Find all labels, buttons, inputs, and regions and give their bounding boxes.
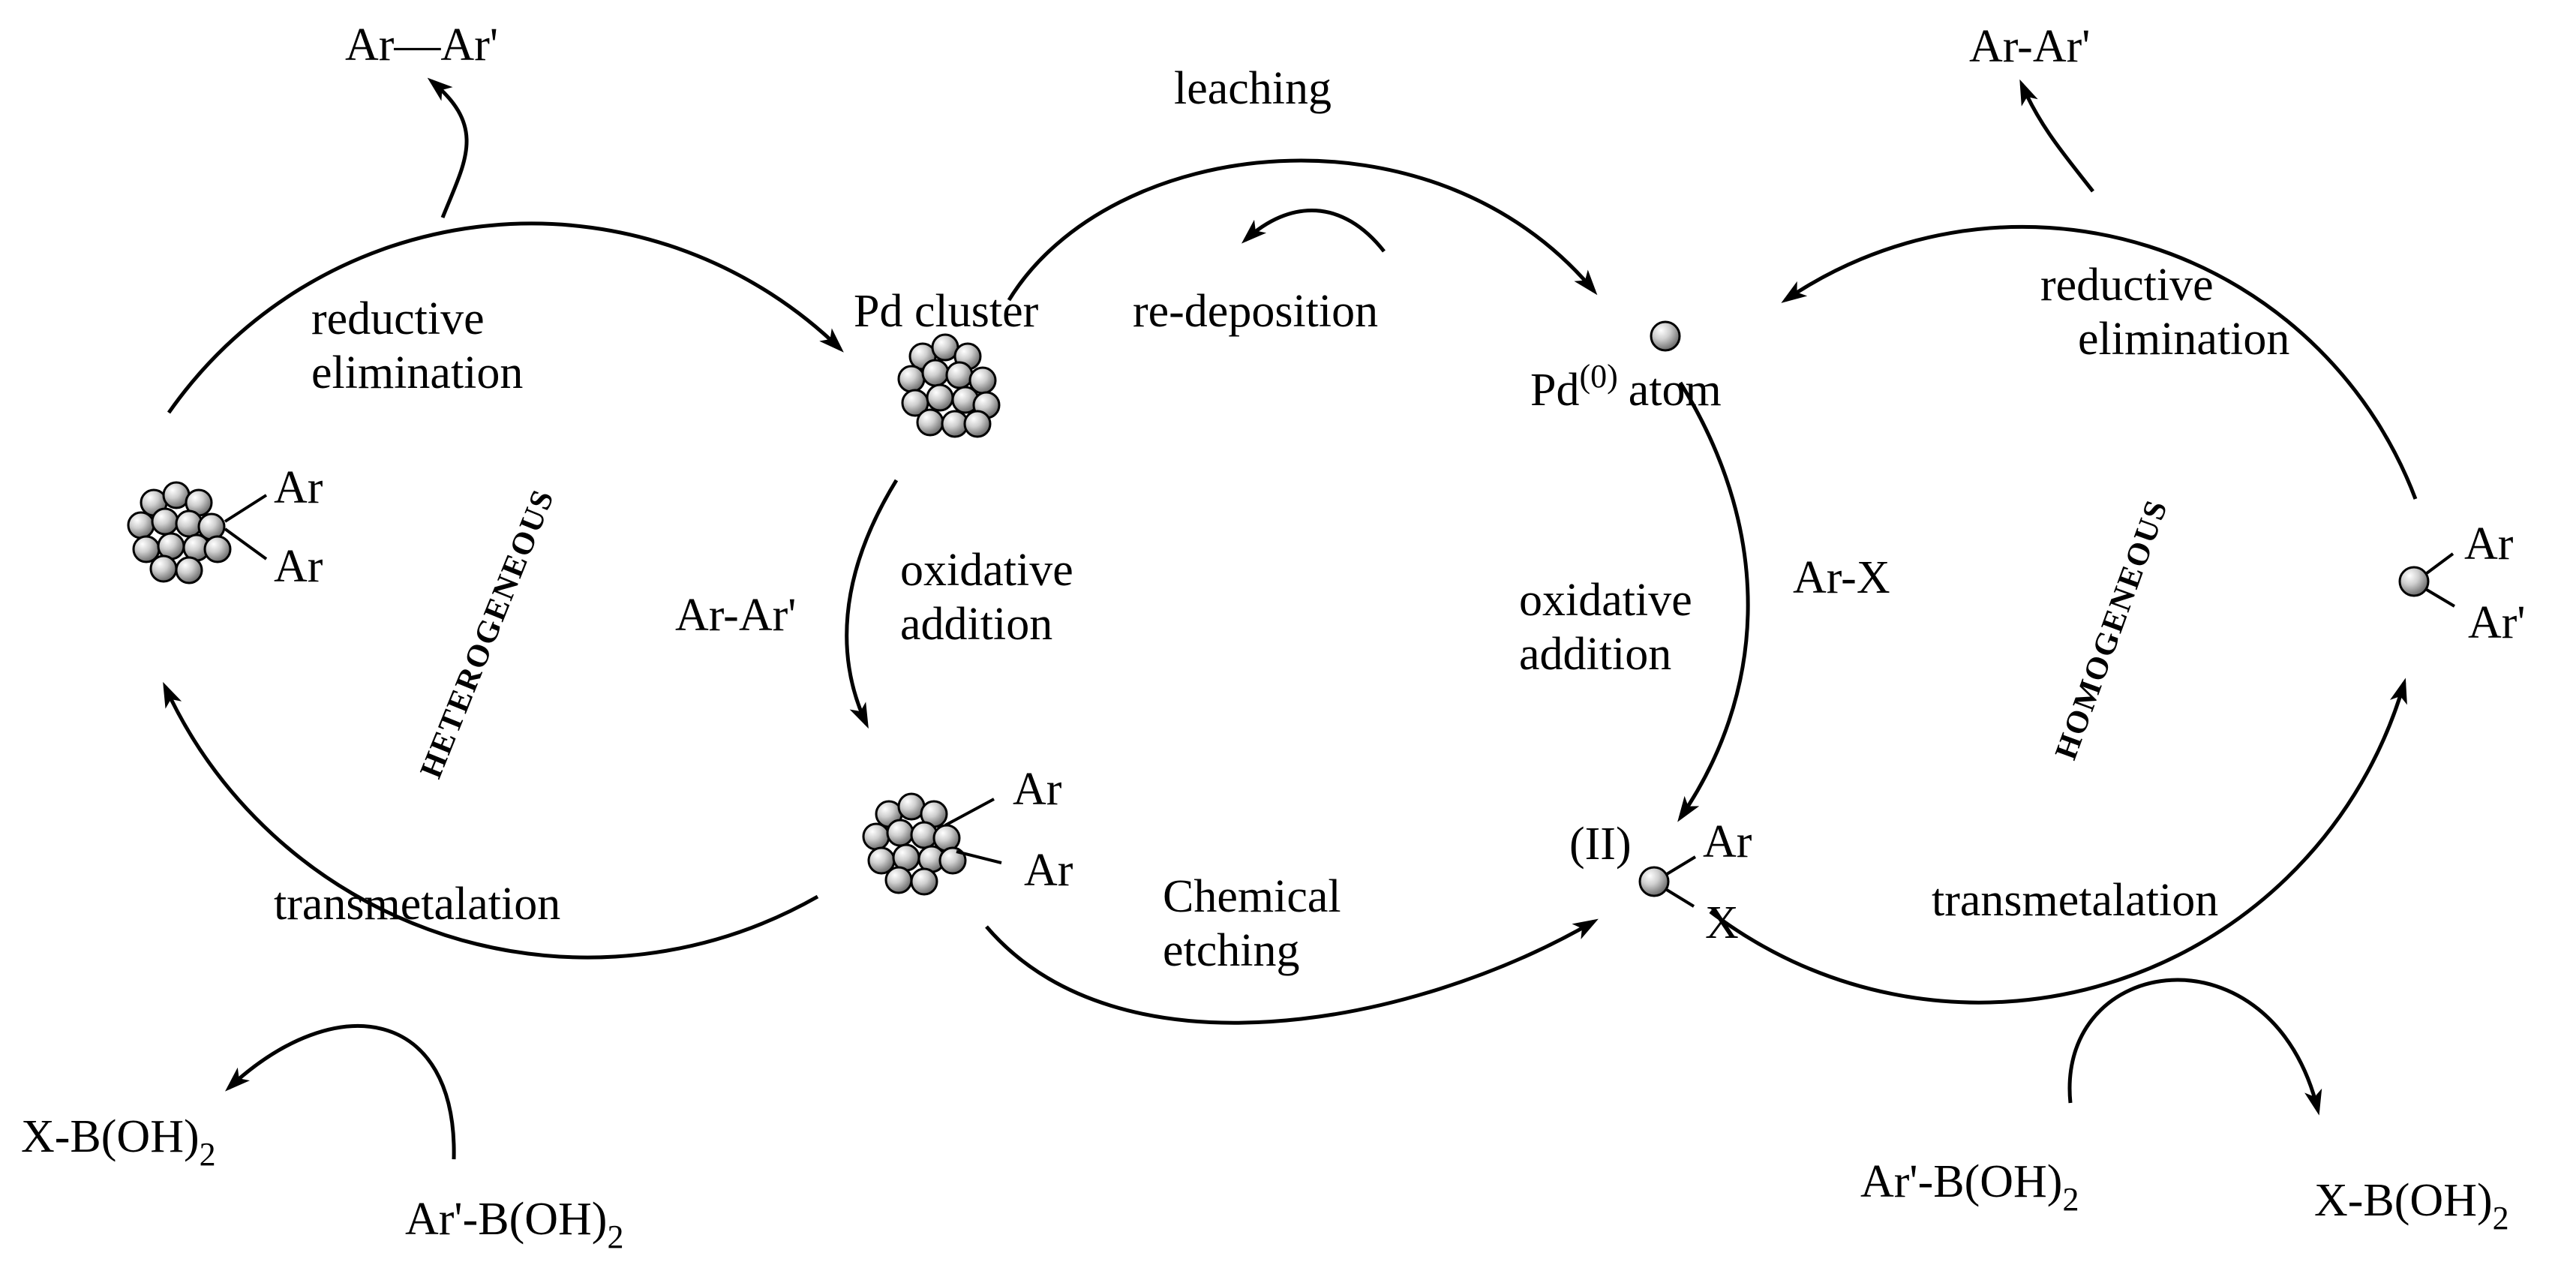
bottom-cluster-ar-bottom-label: Ar — [1024, 845, 1073, 896]
bottom-cluster-bond-top — [944, 798, 995, 827]
right-top-product-label: Ar-Ar' — [1969, 21, 2090, 72]
right-cycle-top-arc — [1781, 224, 2418, 500]
left-cluster-ar-bottom-label: Ar — [274, 541, 323, 592]
left-top-product-label: Ar—Ar' — [345, 20, 498, 71]
pd2-bond-x — [1665, 888, 1695, 908]
left-cluster-bond-top — [224, 494, 268, 523]
right-atom-ar-label: Ar — [2464, 518, 2514, 569]
right-reductive-elimination-label: reductive elimination — [2040, 260, 2289, 365]
left-cluster-ar-top-label: Ar — [274, 462, 323, 513]
left-oxidative-addition-label: oxidative addition — [900, 545, 1085, 650]
pd2-ar-label: Ar — [1703, 816, 1752, 867]
pd-cluster-icon — [897, 333, 1001, 438]
pd2-x-label: X — [1705, 897, 1739, 948]
left-transmetalation-label: transmetalation — [274, 879, 560, 930]
pd2-bond-ar — [1665, 855, 1697, 876]
pd2-atom-icon — [1638, 866, 1670, 897]
bottom-cluster-icon — [862, 792, 967, 896]
re-deposition-label: re-deposition — [1133, 286, 1378, 337]
pd-atom-label: Pd(0)atom — [1530, 358, 1722, 416]
left-byproduct-label: X-B(OH)2 — [21, 1111, 216, 1173]
left-cycle-top-arc — [167, 221, 844, 414]
chemical-etching-arc — [985, 918, 1599, 1025]
left-boronic-entry-arrow — [225, 1024, 456, 1160]
bottom-cluster-ar-top-label: Ar — [1013, 764, 1062, 815]
right-cycle-bottom-arc — [1709, 678, 2407, 1005]
right-byproduct-label: X-B(OH)2 — [2314, 1175, 2509, 1236]
leaching-arc — [1007, 158, 1598, 302]
right-oxidative-addition-arc — [1677, 381, 1750, 822]
left-cycle-bottom-arc — [163, 681, 819, 960]
right-boronic-acid-label: Ar'-B(OH)2 — [1860, 1156, 2079, 1218]
left-boronic-acid-label: Ar'-B(OH)2 — [405, 1194, 623, 1255]
homogeneous-label: HOMOGENEOUS — [2049, 495, 2175, 765]
right-oxidative-addition-label: oxidative addition — [1519, 575, 1704, 680]
right-boronic-entry-arrow — [2067, 978, 2322, 1116]
bottom-cluster-bond-bottom — [956, 850, 1002, 864]
right-atom-icon — [2398, 566, 2430, 597]
leaching-label: leaching — [1174, 63, 1332, 114]
left-reductive-elimination-label: reductive elimination — [311, 293, 523, 398]
left-cluster-bond-bottom — [224, 527, 268, 560]
heterogeneous-label: HETEROGENEOUS — [414, 484, 562, 783]
right-atom-bond-ar-prime — [2425, 588, 2456, 608]
left-oxidative-addition-arc — [845, 479, 899, 729]
left-oxidative-addition-reagent: Ar-Ar' — [675, 590, 796, 641]
right-atom-ar-prime-label: Ar' — [2468, 597, 2526, 648]
pd2-oxidation-label: (II) — [1569, 819, 1632, 870]
right-atom-bond-ar — [2425, 552, 2454, 575]
left-cluster-icon — [127, 481, 232, 584]
left-product-release-arrow — [427, 77, 469, 218]
pd-cluster-label: Pd cluster — [854, 286, 1039, 337]
right-product-release-arrow — [2019, 79, 2094, 193]
right-transmetalation-label: transmetalation — [1932, 875, 2218, 926]
pd-atom-icon — [1650, 320, 1681, 352]
re-deposition-arrow — [1241, 209, 1386, 253]
chemical-etching-label: Chemical etching — [1163, 871, 1353, 976]
right-oxidative-addition-reagent: Ar-X — [1793, 552, 1890, 603]
